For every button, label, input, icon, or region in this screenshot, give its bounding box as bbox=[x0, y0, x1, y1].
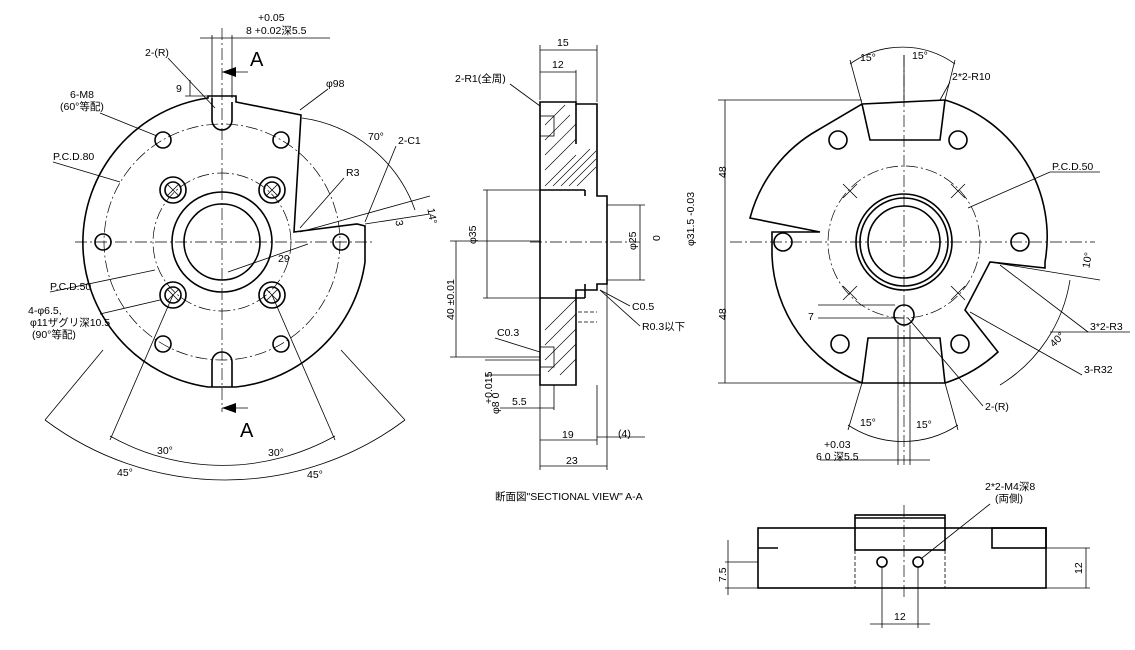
section-view: 15 12 2-R1(全周) φ35 φ25 0 φ31.5 -0.03 40 … bbox=[445, 37, 697, 503]
section-mark-bottom: A bbox=[240, 420, 254, 442]
angle-14: 14° bbox=[424, 207, 439, 225]
dim-48-bottom: 48 bbox=[717, 308, 729, 320]
section-hatch bbox=[544, 104, 597, 376]
section-title: 断面図"SECTIONAL VIEW" A-A bbox=[495, 490, 643, 503]
bottom-view: 2*2-M4深8 (両側) 7.5 12 12 bbox=[717, 481, 1090, 628]
cbore-hole bbox=[159, 176, 286, 309]
dim-12-bottom: 12 bbox=[894, 611, 906, 623]
angle-15-a: 15° bbox=[860, 52, 876, 64]
cbore-label-3: (90°等配) bbox=[32, 328, 76, 341]
r1-label: 2-R1(全周) bbox=[455, 72, 506, 85]
dim-4: (4) bbox=[618, 428, 631, 440]
dim-3: 3 bbox=[392, 219, 405, 227]
r3-label: R3 bbox=[346, 167, 360, 179]
angle-45-right: 45° bbox=[307, 469, 323, 481]
back-cross-holes bbox=[842, 183, 966, 301]
dia98-label: φ98 bbox=[326, 78, 345, 90]
dim-25: φ25 bbox=[627, 231, 639, 250]
dim-8-tol: +0.015 bbox=[483, 371, 495, 404]
keyway-width-tol: +0.05 bbox=[258, 12, 285, 24]
angle-45-left: 45° bbox=[117, 467, 133, 479]
r03-label: R0.3以下 bbox=[642, 321, 685, 333]
pcd50-label: P.C.D.50 bbox=[50, 281, 91, 293]
dim-9: 9 bbox=[176, 83, 182, 95]
back-outline bbox=[749, 99, 1048, 384]
m4-label: 2*2-M4深8 bbox=[985, 481, 1035, 493]
dim-12: 12 bbox=[552, 59, 564, 71]
dim-7: 7 bbox=[808, 311, 814, 323]
dim-35: φ35 bbox=[467, 225, 479, 244]
c03-label: C0.3 bbox=[497, 327, 519, 339]
r3-back: 3*2-R3 bbox=[1090, 321, 1123, 333]
dim-6-tol: +0.03 bbox=[824, 439, 851, 451]
angle-15-d: 15° bbox=[916, 419, 932, 431]
section-outline bbox=[539, 101, 608, 386]
m4-label-sides: (両側) bbox=[995, 492, 1023, 505]
dim-23: 23 bbox=[566, 455, 578, 467]
angle-30-right: 30° bbox=[268, 447, 284, 459]
keyway-width: 8 +0.02深5.5 bbox=[246, 25, 307, 37]
pcd80-label: P.C.D.80 bbox=[53, 151, 94, 163]
angle-30-left: 30° bbox=[157, 445, 173, 457]
angle-40: 40° bbox=[1048, 330, 1068, 350]
m8-label-pitch: (60°等配) bbox=[60, 100, 104, 113]
dim-48-top: 48 bbox=[717, 166, 729, 178]
dim-7-5: 7.5 bbox=[717, 567, 729, 582]
pcd50-back: P.C.D.50 bbox=[1052, 161, 1093, 173]
back-view: 15° 15° 2*2-R10 48 48 P.C.D.50 10° 3*2-R… bbox=[717, 46, 1130, 465]
dim-15: 15 bbox=[557, 37, 569, 49]
cbore-label-2: φ11ザグリ深10.5 bbox=[30, 316, 110, 329]
front-outline bbox=[82, 95, 366, 388]
r10-label: 2*2-R10 bbox=[952, 71, 991, 83]
c05-label: C0.5 bbox=[632, 301, 654, 313]
dim-31: φ31.5 -0.03 bbox=[685, 192, 697, 246]
r2-back: 2-(R) bbox=[985, 401, 1009, 413]
label-2r: 2-(R) bbox=[145, 47, 169, 59]
cbore-label-1: 4-φ6.5, bbox=[28, 305, 62, 317]
angle-15-c: 15° bbox=[860, 417, 876, 429]
m8-label: 6-M8 bbox=[70, 89, 94, 101]
dim-12-right: 12 bbox=[1073, 562, 1085, 574]
r32-label: 3-R32 bbox=[1084, 364, 1113, 376]
c1-label: 2-C1 bbox=[398, 135, 421, 147]
dim-31-tol: 0 bbox=[651, 235, 663, 241]
dim-5-5: 5.5 bbox=[512, 396, 527, 408]
dim-6: 6 0 深5.5 bbox=[816, 451, 859, 463]
angle-15-b: 15° bbox=[912, 50, 928, 62]
section-mark-top: A bbox=[250, 49, 264, 71]
angle-10: 10° bbox=[1080, 251, 1095, 269]
dim-19: 19 bbox=[562, 429, 574, 441]
bore-outer bbox=[171, 191, 273, 293]
bore-inner bbox=[183, 203, 261, 281]
dim-40: 40 ±0.01 bbox=[445, 279, 457, 320]
dim-29: 29 bbox=[278, 253, 290, 265]
dim-8: φ8 0 bbox=[490, 392, 502, 414]
angle-70: 70° bbox=[368, 131, 384, 143]
front-view: A A +0.05 8 +0.02深5.5 2-(R) 9 6-M8 (60°等… bbox=[28, 12, 439, 481]
